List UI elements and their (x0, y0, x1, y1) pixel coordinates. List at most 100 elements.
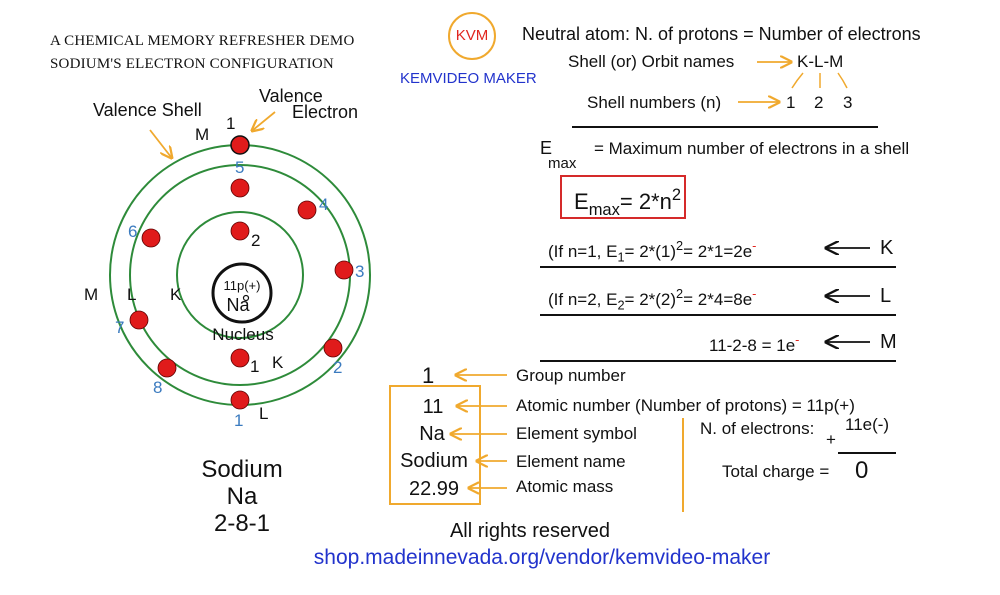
kvm-logo: KVM (448, 12, 496, 60)
electron-l-4 (297, 200, 317, 220)
electron-number-l-8: 8 (153, 378, 163, 397)
title-line-1: A CHEMICAL MEMORY REFRESHER DEMO (50, 33, 355, 49)
electron-number-l-3: 3 (355, 262, 365, 281)
valence-electron-arrow (253, 111, 276, 130)
symbol-label: Element symbol (516, 424, 637, 443)
calc-l-sub: 2 (617, 297, 625, 313)
electrons-label: N. of electrons: (700, 419, 815, 438)
mass-label: Atomic mass (516, 477, 614, 496)
shell-names-link-3 (837, 72, 848, 89)
electron-l-3 (334, 260, 354, 280)
calc-l-shell: L (880, 285, 892, 307)
calculation-m: 11-2-8 = 1e- (709, 332, 799, 356)
group-label: Group number (516, 366, 626, 385)
atomic-number-value: 11 (422, 396, 444, 418)
sum-line (838, 452, 896, 454)
nucleus-label: Nucleus (212, 325, 274, 344)
element-card (389, 385, 481, 505)
calculation-k: (If n=1, E1= 2*(1)2= 2*1=2e- (548, 238, 756, 264)
electron-label: Electron (292, 102, 359, 122)
shell-names-link-1 (791, 72, 804, 89)
calc-k-mid: = 2*(1) (624, 242, 677, 261)
electron-k-2 (230, 221, 250, 241)
calc-l-charge: - (752, 286, 757, 301)
shell-number-2: 2 (814, 93, 824, 112)
title-line-2: SODIUM'S ELECTRON CONFIGURATION (50, 56, 334, 72)
shell-number-3: 3 (843, 93, 853, 112)
emax-formula: Emax= 2*n2 (574, 186, 681, 220)
valence-shell-arrow (149, 129, 171, 157)
calc-l-mid: = 2*(2) (624, 290, 677, 309)
nucleus-charge: 11p(+) (223, 278, 261, 293)
card-name: Sodium (400, 450, 468, 472)
shell-number-1: 1 (786, 93, 796, 112)
shell-letter-m-top: M (195, 125, 210, 144)
card-mass: 22.99 (408, 478, 460, 500)
shell-letter-m: M (84, 285, 99, 304)
calc-m-mid: 11-2-8 = 1e (709, 336, 796, 355)
electron-m-1 (230, 135, 250, 155)
calc-k-sub: 1 (617, 249, 625, 265)
calc-l-power: 2 (676, 286, 684, 301)
name-label: Element name (516, 452, 626, 471)
formula-e: E (574, 189, 589, 215)
electron-l-6 (141, 228, 161, 248)
valence-shell-label: Valence Shell (93, 100, 202, 120)
electrons-value: 11e(-) (845, 415, 890, 434)
calc-k-charge: - (752, 238, 757, 253)
electron-l-8 (157, 358, 177, 378)
rule-divider-3 (540, 314, 896, 316)
card-symbol: Na (419, 423, 445, 445)
electron-l-2 (323, 338, 343, 358)
calc-k-power: 2 (676, 238, 684, 253)
formula-power: 2 (671, 186, 682, 204)
rights-text: All rights reserved (449, 520, 611, 542)
logo-text: KVM (455, 27, 489, 44)
card-divider (682, 418, 684, 512)
plus-sign: + (826, 430, 836, 449)
total-charge-label: Total charge = (722, 462, 830, 481)
total-charge-value: 0 (855, 457, 869, 484)
shell-letter-k-bottom: K (272, 353, 284, 372)
electron-number-k-2: 2 (251, 231, 261, 250)
shell-names-value: K-L-M (797, 52, 844, 71)
rule-divider-2 (540, 266, 896, 268)
electron-number-l-4: 4 (319, 195, 329, 214)
electron-l-5 (230, 178, 250, 198)
shell-letter-l: L (127, 285, 137, 304)
electron-number-l-5: 5 (235, 158, 245, 177)
rule-divider-4 (540, 360, 896, 362)
vendor-link[interactable]: shop.madeinnevada.org/vendor/kemvideo-ma… (313, 546, 771, 569)
calc-k-rest: = 2*1=2e (683, 242, 753, 261)
electrons (129, 135, 354, 410)
electron-number-l-1: 1 (234, 411, 244, 430)
nucleus-symbol: Na (226, 295, 250, 315)
shell-names-label: Shell (or) Orbit names (568, 52, 735, 71)
nucleus-circle (211, 262, 273, 324)
electron-number-l-6: 6 (128, 222, 138, 241)
electron-number-l-7: 7 (115, 318, 125, 337)
emax-subscript: max (548, 155, 577, 172)
calc-m-shell: M (880, 331, 897, 353)
electron-configuration: 2-8-1 (213, 510, 271, 537)
maker-name: KEMVIDEO MAKER (400, 70, 537, 87)
element-name: Sodium (201, 456, 283, 483)
rule-divider-1 (572, 126, 878, 128)
orbit-k (176, 211, 304, 339)
shell-letter-l-bottom: L (259, 404, 269, 423)
calc-k-shell: K (880, 237, 894, 259)
group-value: 1 (422, 363, 435, 388)
element-symbol: Na (226, 483, 258, 510)
electron-number-l-2: 2 (333, 358, 343, 377)
emax-formula-box: Emax= 2*n2 (560, 175, 686, 219)
electron-k-1 (230, 348, 250, 368)
calc-m-charge: - (795, 332, 800, 347)
calc-k-prefix: (If n=1, E (548, 242, 618, 261)
electron-number-m-1: 1 (226, 114, 236, 133)
valence-label: Valence (259, 86, 323, 106)
formula-max: max (588, 200, 620, 219)
emax-definition: = Maximum number of electrons in a shell (594, 139, 910, 158)
neutral-atom-rule: Neutral atom: N. of protons = Number of … (522, 24, 921, 44)
electron-l-1 (230, 390, 250, 410)
